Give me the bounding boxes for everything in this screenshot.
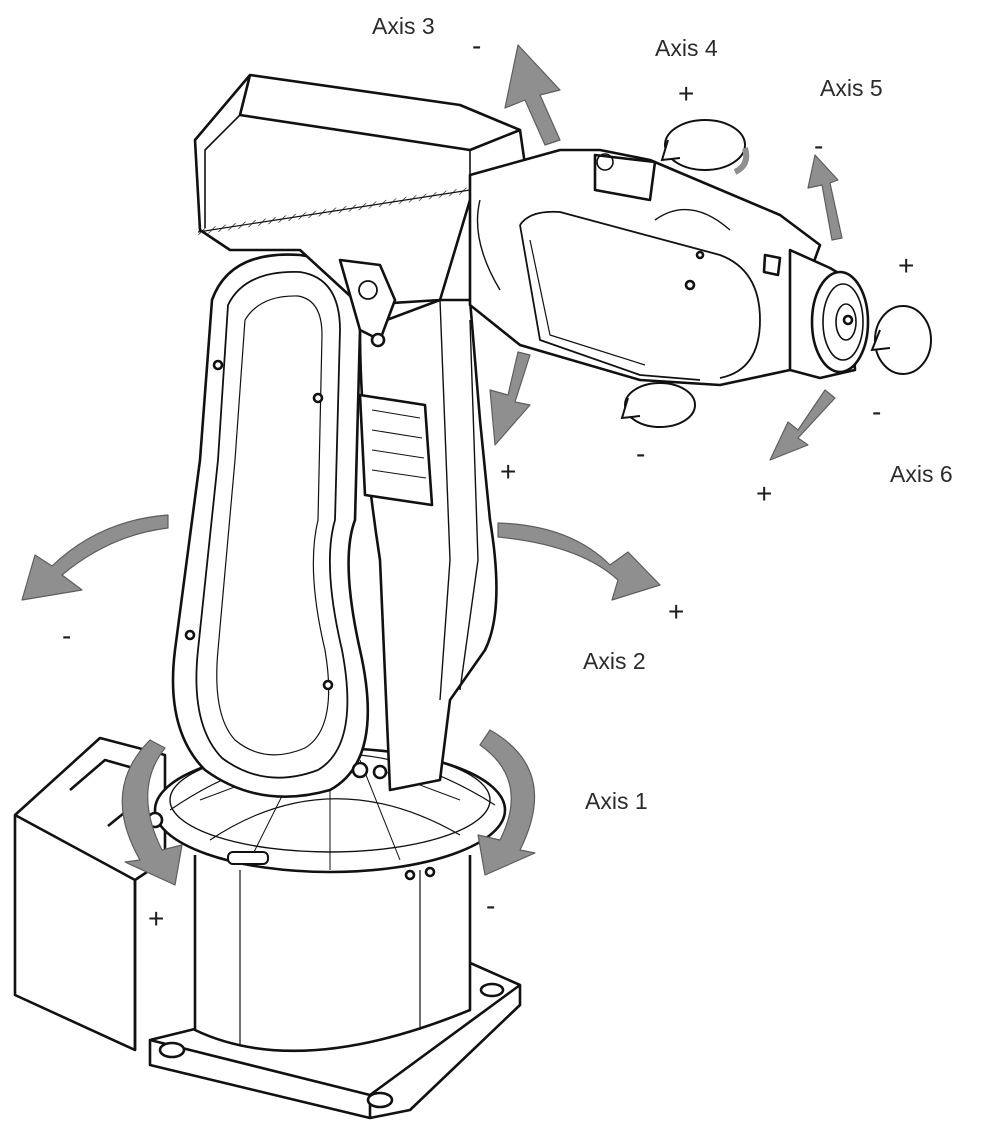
axis3-minus-sign: - bbox=[472, 30, 482, 61]
axis4-rotation-arrow bbox=[660, 119, 750, 175]
axis6-minus-sign: - bbox=[872, 396, 882, 427]
axis2-label: Axis 2 bbox=[583, 648, 646, 674]
axis2-plus-sign: + bbox=[668, 596, 685, 627]
motion-arrows bbox=[21, 44, 843, 886]
axis4-plus-sign: + bbox=[678, 78, 695, 109]
axis3-plus-sign: + bbox=[500, 456, 517, 487]
axis4-minus-sign: - bbox=[636, 438, 646, 469]
axis2-positive-arrow bbox=[497, 522, 661, 601]
axis3-negative-arrow bbox=[504, 44, 561, 146]
axis1-negative-arrow bbox=[477, 729, 536, 876]
axis1-plus-sign: + bbox=[148, 903, 165, 934]
axis2-minus-sign: - bbox=[62, 620, 72, 651]
axis6-plus-sign: + bbox=[898, 250, 915, 281]
axis3-positive-arrow bbox=[489, 351, 531, 446]
axis5-negative-arrow bbox=[807, 154, 843, 241]
axis2-negative-arrow bbox=[21, 514, 169, 601]
axis1-minus-sign: - bbox=[486, 890, 496, 921]
axis1-positive-arrow bbox=[121, 739, 183, 886]
axis5-label: Axis 5 bbox=[820, 75, 883, 101]
axis1-label: Axis 1 bbox=[585, 788, 648, 814]
axis5-plus-sign: + bbox=[756, 478, 773, 509]
axis5-minus-sign: - bbox=[814, 130, 824, 161]
axis5-positive-arrow bbox=[769, 389, 836, 461]
axis6-label: Axis 6 bbox=[890, 461, 953, 487]
axis4-label: Axis 4 bbox=[655, 35, 718, 61]
robot-forearm bbox=[468, 148, 870, 387]
axis3-label: Axis 3 bbox=[372, 13, 435, 39]
axis4-lower-rotation-arrow bbox=[620, 382, 696, 428]
robot-upper-housing bbox=[193, 73, 527, 348]
axis6-rotation-arrow bbox=[870, 305, 932, 375]
robot-lower-arm bbox=[171, 253, 498, 798]
